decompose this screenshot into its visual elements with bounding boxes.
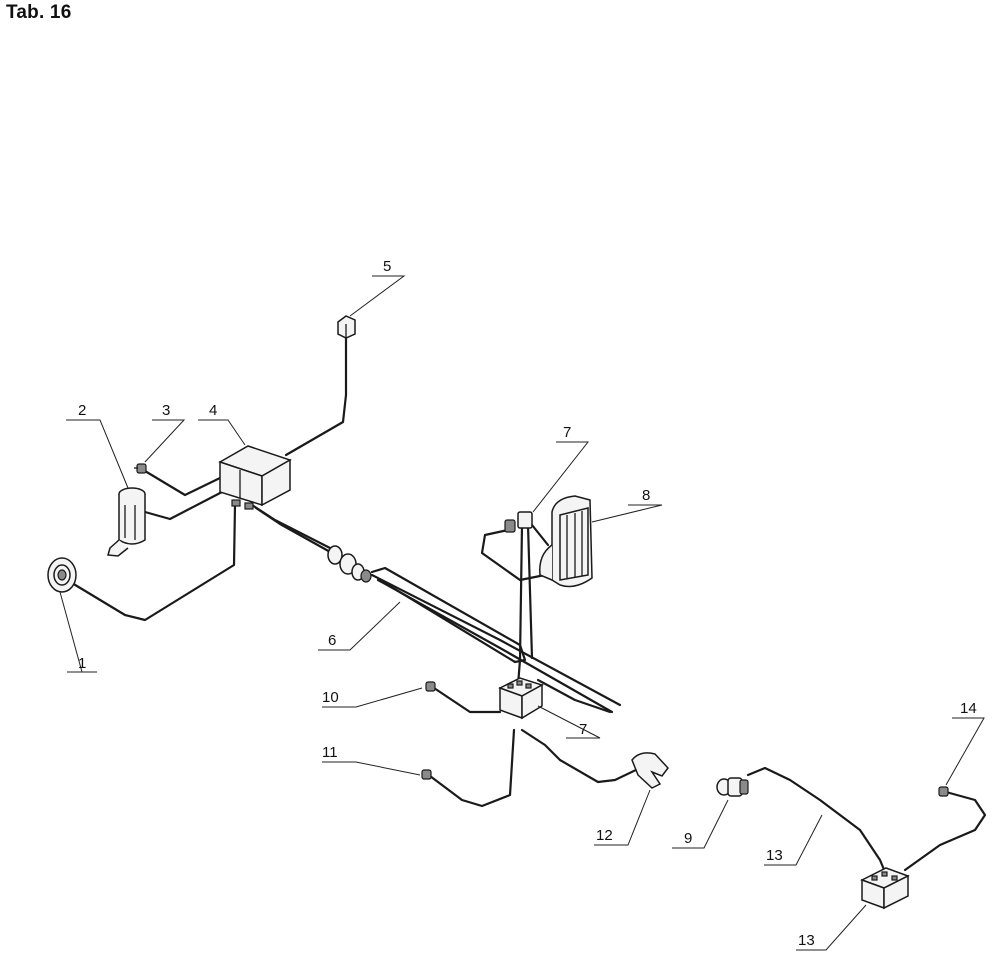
part-7-relay-box (498, 677, 544, 720)
part-8-lamp-housing (539, 495, 593, 588)
callout-4: 4 (209, 402, 217, 419)
callout-7-upper: 7 (563, 424, 571, 441)
part-5-connector (337, 315, 356, 339)
callout-11: 11 (322, 744, 338, 761)
wiring-harness (65, 332, 987, 874)
callout-9: 9 (684, 830, 692, 847)
callout-12: 12 (596, 827, 613, 844)
callout-10: 10 (322, 689, 339, 706)
page-title: Tab. 16 (6, 2, 72, 23)
part-6-harness-connector (327, 545, 372, 583)
part-10-plug (425, 681, 436, 692)
part-4-control-box (218, 445, 292, 510)
part-13-relay-box (860, 867, 910, 910)
callout-7-lower: 7 (579, 721, 587, 738)
part-9-round-connector (716, 777, 749, 797)
callout-labels: 1 2 3 4 5 6 7 7 8 9 10 11 12 13 13 14 (78, 258, 977, 949)
callout-3: 3 (162, 402, 170, 419)
callout-14: 14 (960, 700, 977, 717)
callout-1: 1 (78, 655, 86, 672)
part-1-lamp (47, 557, 77, 593)
callout-2: 2 (78, 402, 86, 419)
callout-13-upper: 13 (766, 847, 783, 864)
callout-6: 6 (328, 632, 336, 649)
callout-13-lower: 13 (798, 932, 815, 949)
part-7-upper-connector (504, 511, 533, 533)
part-3-plug (134, 463, 147, 474)
part-14-plug (938, 786, 949, 797)
leader-lines (59, 275, 985, 951)
callout-8: 8 (642, 487, 650, 504)
part-11-plug (421, 769, 432, 780)
part-2-pump (107, 487, 146, 557)
part-12-clamp (631, 752, 669, 789)
callout-5: 5 (383, 258, 391, 275)
